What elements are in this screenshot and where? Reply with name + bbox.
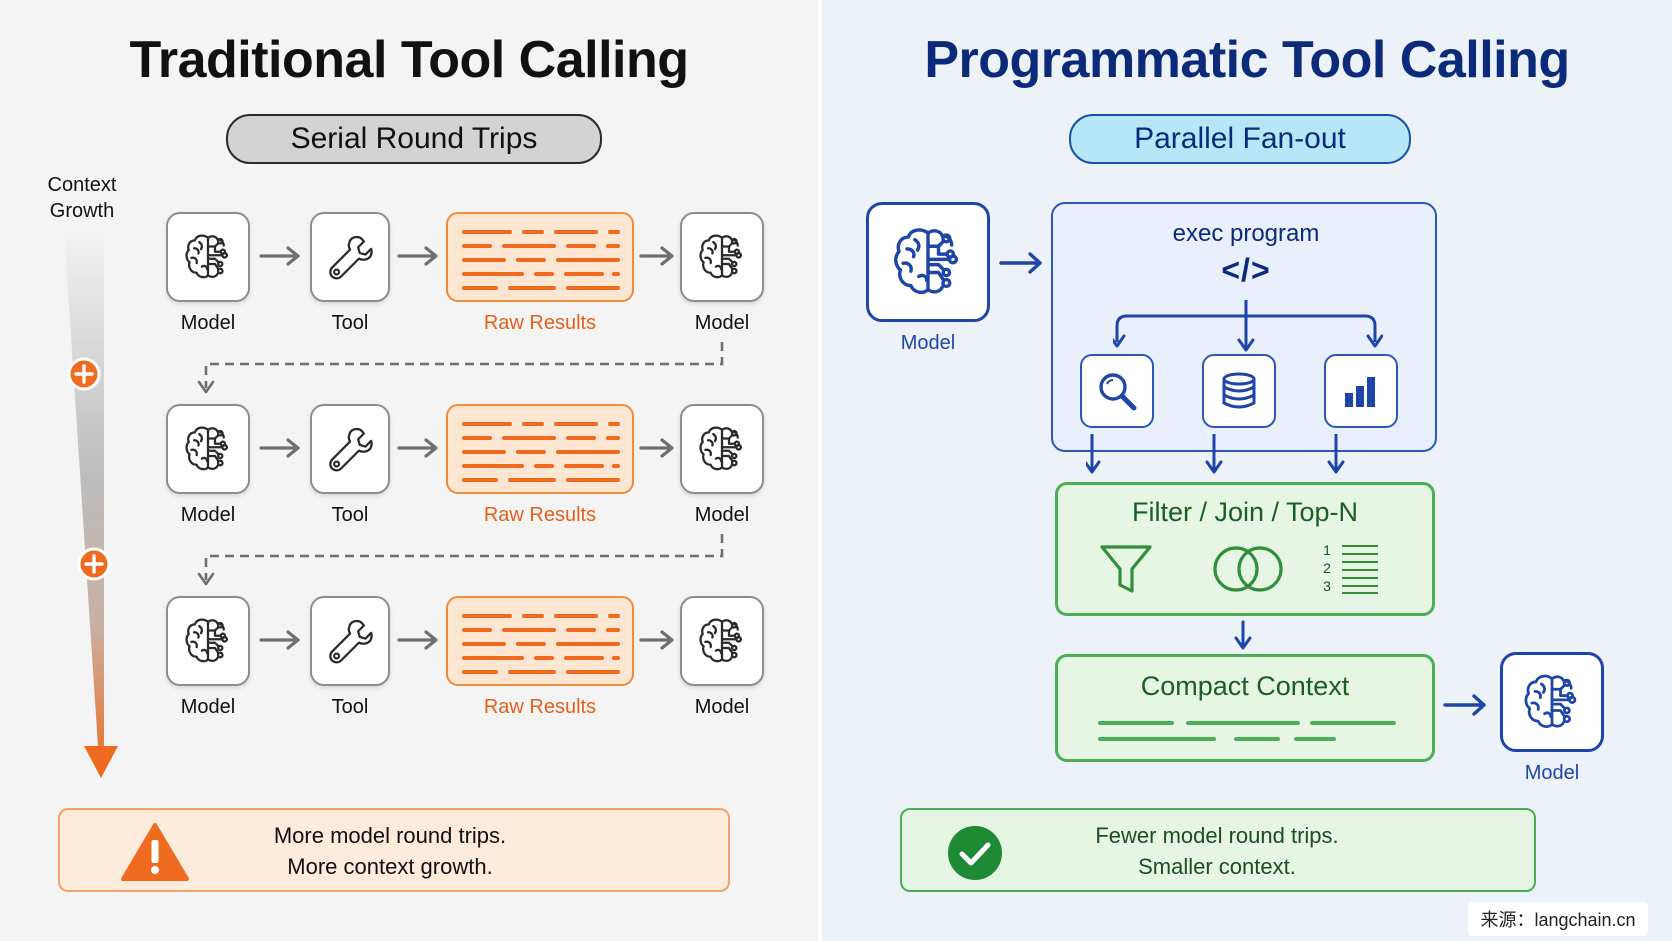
bar-chart-icon bbox=[1345, 377, 1375, 407]
brain-circuit-icon bbox=[180, 421, 236, 477]
brain-circuit-icon bbox=[694, 613, 750, 669]
chart-tool-node bbox=[1324, 354, 1398, 428]
exec-program-label: exec program bbox=[1172, 220, 1320, 247]
context-growth-arrow bbox=[64, 230, 118, 778]
tool-node bbox=[310, 404, 390, 494]
right-arrow-icon bbox=[397, 246, 438, 266]
programmatic-title: Programmatic Tool Calling bbox=[924, 31, 1570, 89]
raw-results-block bbox=[446, 212, 634, 302]
search-tool-node bbox=[1080, 354, 1154, 428]
success-callout: Fewer model round trips. Smaller context… bbox=[900, 808, 1536, 892]
right-arrow-icon bbox=[639, 246, 674, 266]
tool-label: Tool bbox=[331, 504, 369, 526]
right-arrow-icon bbox=[1443, 694, 1486, 716]
tool-node bbox=[310, 212, 390, 302]
model-node bbox=[1500, 652, 1604, 752]
database-tool-node bbox=[1202, 354, 1276, 428]
panel-divider bbox=[818, 0, 822, 941]
tool-label: Tool bbox=[331, 696, 369, 718]
warning-line1: More model round trips. bbox=[273, 823, 507, 848]
check-circle-icon bbox=[948, 826, 1002, 880]
compact-context-box: Compact Context bbox=[1055, 654, 1435, 762]
model-node bbox=[166, 212, 250, 302]
right-arrow-icon bbox=[397, 438, 438, 458]
rank-number: 2 bbox=[1323, 560, 1331, 576]
tool-label: Tool bbox=[331, 312, 369, 334]
right-arrow-icon bbox=[999, 252, 1042, 274]
success-line1: Fewer model round trips. bbox=[1095, 823, 1339, 848]
model-node bbox=[866, 202, 990, 322]
raw-results-block bbox=[446, 596, 634, 686]
model-label: Model bbox=[694, 696, 750, 718]
raw-results-label: Raw Results bbox=[483, 504, 597, 526]
wrench-icon bbox=[324, 231, 376, 283]
filter-join-topn-title: Filter / Join / Top-N bbox=[1131, 497, 1359, 527]
warning-callout: More model round trips. More context gro… bbox=[58, 808, 730, 892]
right-arrow-icon bbox=[259, 438, 300, 458]
context-growth-line1: Context bbox=[47, 174, 117, 196]
raw-results-label: Raw Results bbox=[483, 312, 597, 334]
brain-circuit-icon bbox=[886, 220, 970, 304]
compact-context-title: Compact Context bbox=[1140, 671, 1350, 701]
model-node bbox=[166, 596, 250, 686]
raw-results-block bbox=[446, 404, 634, 494]
model-label: Model bbox=[900, 332, 956, 354]
model-node bbox=[166, 404, 250, 494]
compact-lines bbox=[1098, 721, 1396, 741]
warning-line2: More context growth. bbox=[287, 854, 493, 879]
filter-join-topn-box: Filter / Join / Top-N 1 2 3 bbox=[1055, 482, 1435, 616]
code-icon: </> bbox=[1221, 252, 1271, 288]
source-credit: 来源：langchain.cn bbox=[1468, 902, 1648, 936]
success-line2: Smaller context. bbox=[1138, 854, 1296, 879]
model-label: Model bbox=[180, 504, 236, 526]
model-label: Model bbox=[180, 312, 236, 334]
venn-icon bbox=[1213, 546, 1283, 592]
plus-icon bbox=[77, 547, 111, 581]
serial-round-trips-pill: Serial Round Trips bbox=[226, 114, 602, 164]
model-node bbox=[680, 212, 764, 302]
wrench-icon bbox=[324, 423, 376, 475]
database-icon bbox=[1222, 372, 1256, 409]
model-label: Model bbox=[694, 312, 750, 334]
wrench-icon bbox=[324, 615, 376, 667]
return-arrow bbox=[197, 534, 724, 586]
traditional-title: Traditional Tool Calling bbox=[129, 31, 689, 89]
warning-triangle-icon bbox=[121, 823, 189, 881]
right-arrow-icon bbox=[259, 630, 300, 650]
traditional-panel: Traditional Tool Calling Serial Round Tr… bbox=[0, 0, 818, 941]
rank-number: 1 bbox=[1323, 542, 1331, 558]
model-node bbox=[680, 596, 764, 686]
right-arrow-icon bbox=[639, 630, 674, 650]
parallel-fan-out-pill: Parallel Fan-out bbox=[1069, 114, 1411, 164]
brain-circuit-icon bbox=[180, 613, 236, 669]
brain-circuit-icon bbox=[694, 421, 750, 477]
tool-node bbox=[310, 596, 390, 686]
context-growth-line2: Growth bbox=[49, 200, 115, 222]
right-arrow-icon bbox=[397, 630, 438, 650]
brain-circuit-icon bbox=[694, 229, 750, 285]
plus-icon bbox=[67, 357, 101, 391]
funnel-icon bbox=[1100, 545, 1152, 593]
model-label: Model bbox=[694, 504, 750, 526]
ranked-list-icon: 1 2 3 bbox=[1320, 541, 1400, 601]
return-arrow bbox=[197, 342, 724, 394]
model-label: Model bbox=[180, 696, 236, 718]
programmatic-panel: Programmatic Tool Calling Parallel Fan-o… bbox=[822, 0, 1672, 941]
model-label: Model bbox=[1524, 762, 1580, 784]
down-arrow-icon bbox=[1234, 620, 1252, 650]
magnifier-icon bbox=[1099, 373, 1137, 411]
down-arrows bbox=[1086, 434, 1345, 474]
context-growth-label: Context Growth bbox=[30, 172, 134, 224]
right-arrow-icon bbox=[259, 246, 300, 266]
right-arrow-icon bbox=[639, 438, 674, 458]
exec-program-box: exec program </> bbox=[1051, 202, 1437, 452]
brain-circuit-icon bbox=[1518, 668, 1586, 736]
fan-out-arrows bbox=[1113, 300, 1383, 352]
brain-circuit-icon bbox=[180, 229, 236, 285]
raw-results-label: Raw Results bbox=[483, 696, 597, 718]
rank-number: 3 bbox=[1323, 578, 1331, 594]
model-node bbox=[680, 404, 764, 494]
